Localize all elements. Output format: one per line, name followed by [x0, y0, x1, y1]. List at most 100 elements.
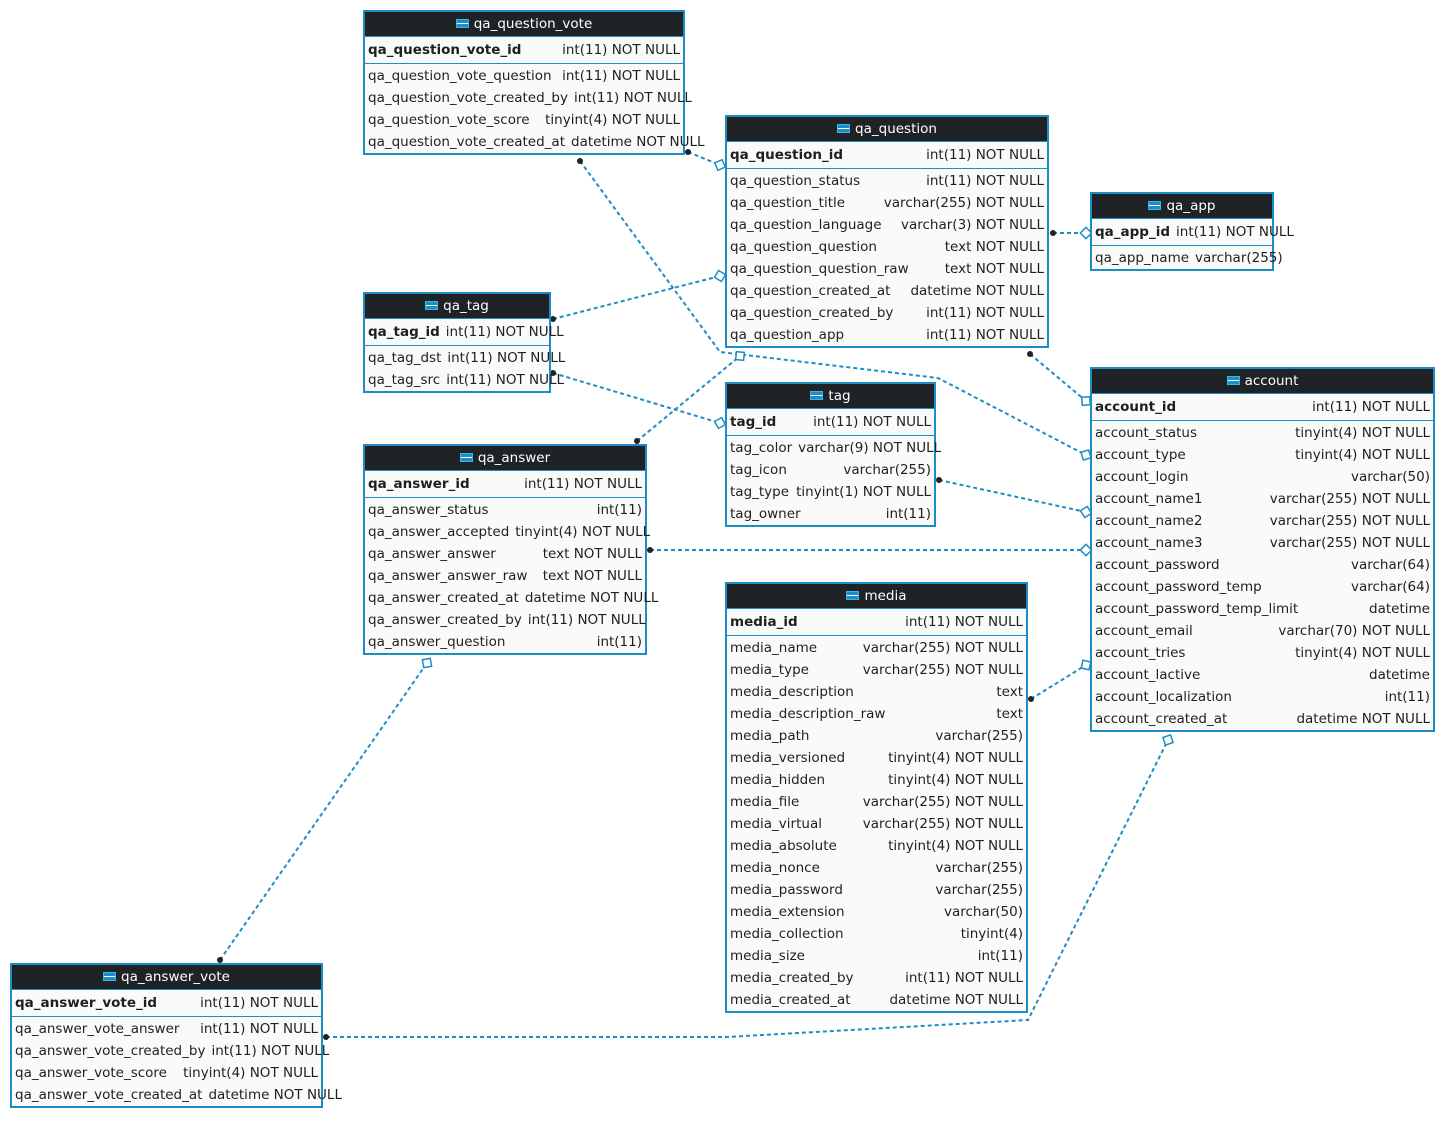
relationship-line[interactable]	[938, 479, 1087, 513]
relationship-line[interactable]	[636, 355, 741, 442]
link-qa-tag-tag[interactable]	[550, 370, 727, 430]
link-answer-vote-account[interactable]	[323, 733, 1175, 1040]
table-header[interactable]: media	[727, 584, 1026, 609]
link-media-account[interactable]	[1028, 659, 1092, 702]
link-question-account[interactable]	[1027, 351, 1092, 407]
link-question-vote-question[interactable]	[685, 149, 727, 172]
table-header[interactable]: qa_answer_vote	[12, 965, 321, 990]
table-header[interactable]: account	[1092, 369, 1433, 394]
table-header[interactable]: tag	[727, 384, 934, 409]
table-header[interactable]: qa_question_vote	[365, 12, 683, 37]
link-question-vote-account[interactable]	[577, 158, 1092, 461]
link-tag-account[interactable]	[936, 477, 1093, 519]
relationship-line[interactable]	[552, 275, 721, 320]
relationship-line[interactable]	[552, 372, 721, 424]
link-qa-tag-question[interactable]	[550, 269, 727, 322]
link-question-app[interactable]	[1050, 226, 1093, 240]
table-header[interactable]: qa_tag	[365, 294, 549, 319]
link-answer-account[interactable]	[647, 543, 1093, 557]
relationship-line[interactable]	[219, 662, 428, 961]
relationship-line[interactable]	[1029, 353, 1087, 402]
table-header[interactable]: qa_answer	[365, 446, 645, 471]
relationship-line[interactable]	[1030, 664, 1087, 700]
link-answer-vote-answer[interactable]	[217, 657, 433, 963]
link-answer-question[interactable]	[634, 350, 746, 444]
table-header[interactable]: qa_app	[1092, 194, 1272, 219]
relationship-line[interactable]	[579, 160, 1087, 456]
